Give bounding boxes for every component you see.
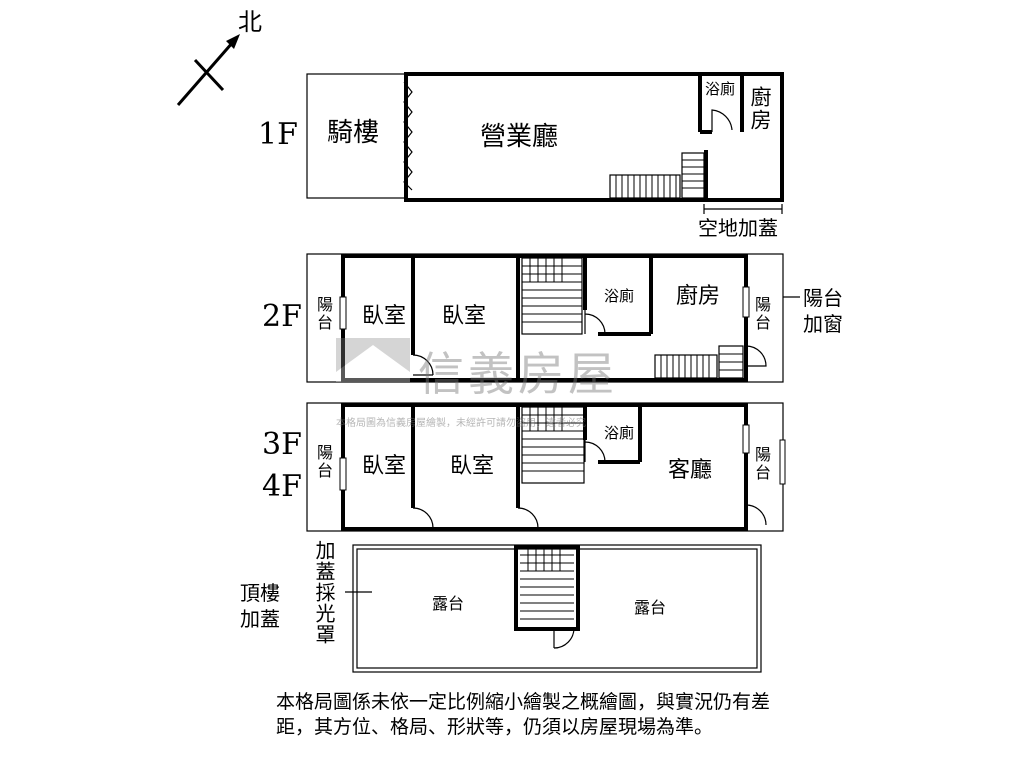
kitchen-1f-label: 廚房 xyxy=(748,86,772,132)
bedroom-2-2f-label: 臥室 xyxy=(442,304,487,329)
roof-plan xyxy=(345,544,762,673)
bath-2f-label: 浴廁 xyxy=(604,287,635,305)
balcony-window-note-label: 陽台 加窗 xyxy=(803,286,843,336)
kitchen-2f-label: 廚房 xyxy=(676,284,721,309)
terrace-1-label: 露台 xyxy=(432,594,465,613)
business-hall-label: 營業廳 xyxy=(480,122,559,152)
bedroom-1-3f-label: 臥室 xyxy=(362,454,407,479)
watermark-notice: 本格局圖為信義房屋繪製，未經許可請勿盜用，違者必究 xyxy=(336,418,586,429)
floor-3-4-plan xyxy=(306,402,786,532)
floor-4-label: 4F xyxy=(262,469,302,504)
bedroom-2-3f-label: 臥室 xyxy=(450,454,495,479)
floor-1-outline xyxy=(404,72,784,202)
balcony-back-3f-label: 陽台 xyxy=(752,446,771,482)
floor-2-label: 2F xyxy=(262,299,302,334)
balcony-front-3f-label: 陽台 xyxy=(314,444,333,480)
bedroom-1-2f-label: 臥室 xyxy=(362,304,407,329)
disclaimer-text: 本格局圖係未依一定比例縮小繪製之概繪圖，與實況仍有差距，其方位、格局、形狀等，仍… xyxy=(276,691,771,738)
watermark-logo-icon xyxy=(336,338,410,382)
bath-1f-label: 浴廁 xyxy=(705,80,736,98)
bath-3f-label: 浴廁 xyxy=(604,424,635,442)
roof-floor-label: 頂樓 加蓋 xyxy=(240,581,280,631)
compass-arrow-icon xyxy=(176,34,240,106)
compass-north-label: 北 xyxy=(238,8,262,36)
balcony-front-2f-label: 陽台 xyxy=(314,296,333,332)
skylight-note-label: 加蓋採光罩 xyxy=(312,540,336,645)
floor-1-plan xyxy=(306,72,784,214)
floor-2-plan xyxy=(306,253,800,383)
balcony-back-2f-label: 陽台 xyxy=(752,296,771,332)
terrace-2-label: 露台 xyxy=(634,598,667,617)
arcade-label: 騎樓 xyxy=(327,118,380,148)
bath-door xyxy=(711,109,733,132)
living-room-label: 客廳 xyxy=(668,458,713,483)
folding-door xyxy=(403,81,413,191)
floor-1-label: 1F xyxy=(258,117,298,152)
watermark-brand: 信義房屋 xyxy=(418,347,618,401)
floor-3-label: 3F xyxy=(262,427,302,462)
extension-note-label: 空地加蓋 xyxy=(698,216,778,240)
